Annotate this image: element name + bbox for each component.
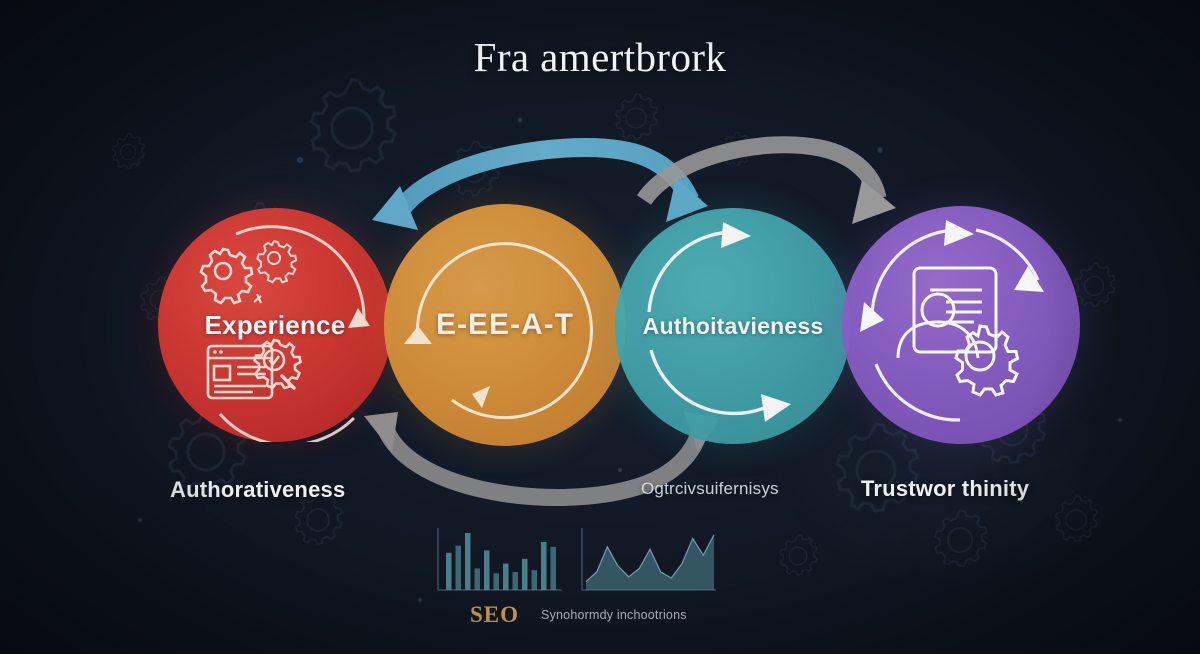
seo-caption-row: SEO Synohormdy inchootrions: [430, 602, 722, 627]
label-middle-garbled: Ogtrcivsuifernisys: [641, 479, 779, 498]
seo-word: SEO: [470, 602, 520, 627]
circle-eeat-label: E-EE-A-T: [436, 308, 574, 341]
circle-trust[interactable]: [842, 206, 1080, 444]
circle-authority-label: Authoitavieness: [642, 312, 824, 339]
bar-chart: [437, 528, 562, 591]
circle-authority[interactable]: Authoitavieness: [615, 208, 851, 444]
label-trustworthiness: Trustwor thinity: [861, 476, 1030, 501]
charts-svg: [437, 528, 716, 591]
seo-caption: Synohormdy inchootrions: [541, 608, 687, 622]
footer-charts: SEO Synohormdy inchootrions: [430, 524, 722, 627]
page-title: Fra amertbrork: [473, 34, 727, 80]
person-document-gear-icon: [896, 266, 1020, 397]
trust-circle-art: [860, 220, 1044, 422]
label-authorativeness: Authorativeness: [170, 477, 346, 502]
circle-experience[interactable]: Experience: [158, 208, 392, 442]
area-chart: [581, 528, 716, 591]
gears-icon: [199, 240, 298, 305]
browser-window-magnifier-icon: [206, 338, 302, 400]
circle-eeat[interactable]: E-EE-A-T: [384, 204, 626, 446]
circle-experience-label: Experience: [204, 309, 346, 340]
